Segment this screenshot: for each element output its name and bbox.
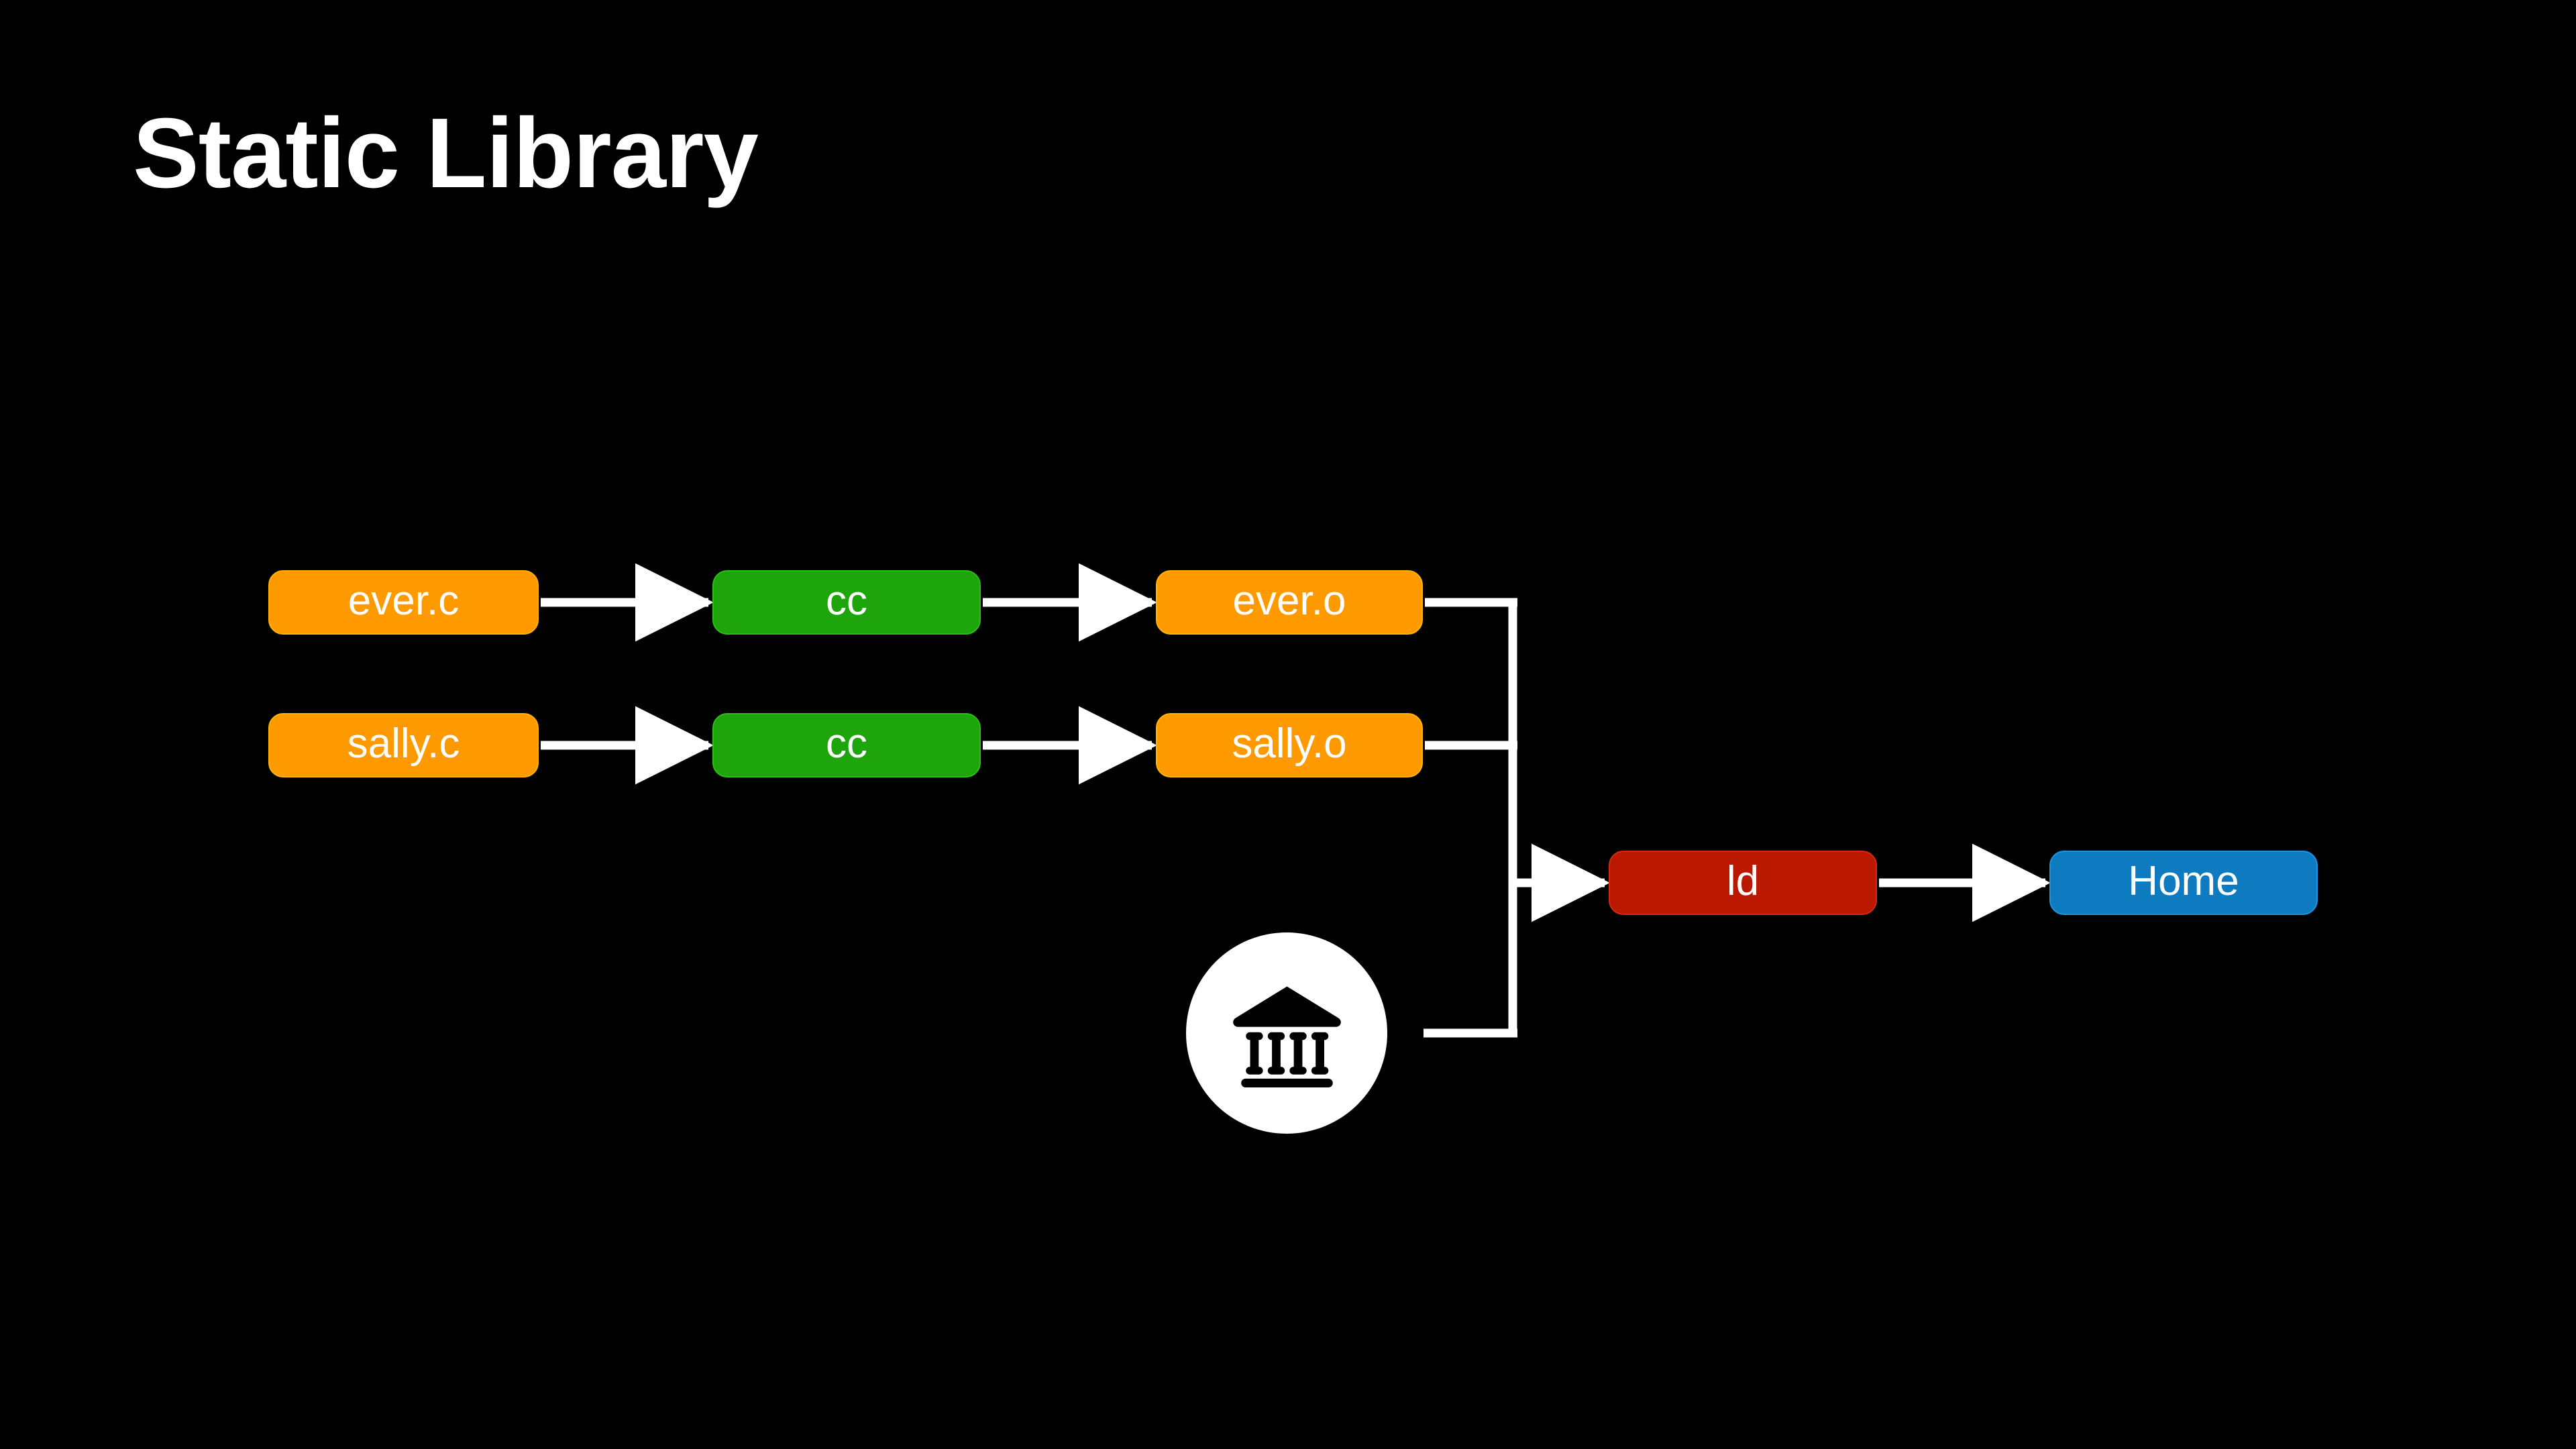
node-cc-top[interactable]: cc [712,570,981,635]
page-title: Static Library [133,98,759,209]
node-cc-bottom[interactable]: cc [712,713,981,777]
static-library-node[interactable] [1186,932,1387,1134]
node-label-home: Home [2128,858,2239,904]
node-sally-c[interactable]: sally.c [268,713,539,777]
node-label-ever-c: ever.c [347,578,460,624]
node-label-sally-o: sally.o [1232,720,1347,767]
node-label-ever-o: ever.o [1232,578,1346,624]
node-label-cc-bottom: cc [826,720,867,767]
node-ld[interactable]: ld [1609,851,1877,915]
node-home[interactable]: Home [2049,851,2318,915]
node-ever-c[interactable]: ever.c [268,570,539,635]
bank-library-icon [1232,986,1341,1087]
node-label-ld: ld [1726,858,1760,904]
node-sally-o[interactable]: sally.o [1156,713,1423,777]
node-ever-o[interactable]: ever.o [1156,570,1423,635]
node-label-cc-top: cc [826,578,867,624]
node-label-sally-c: sally.c [347,720,460,767]
